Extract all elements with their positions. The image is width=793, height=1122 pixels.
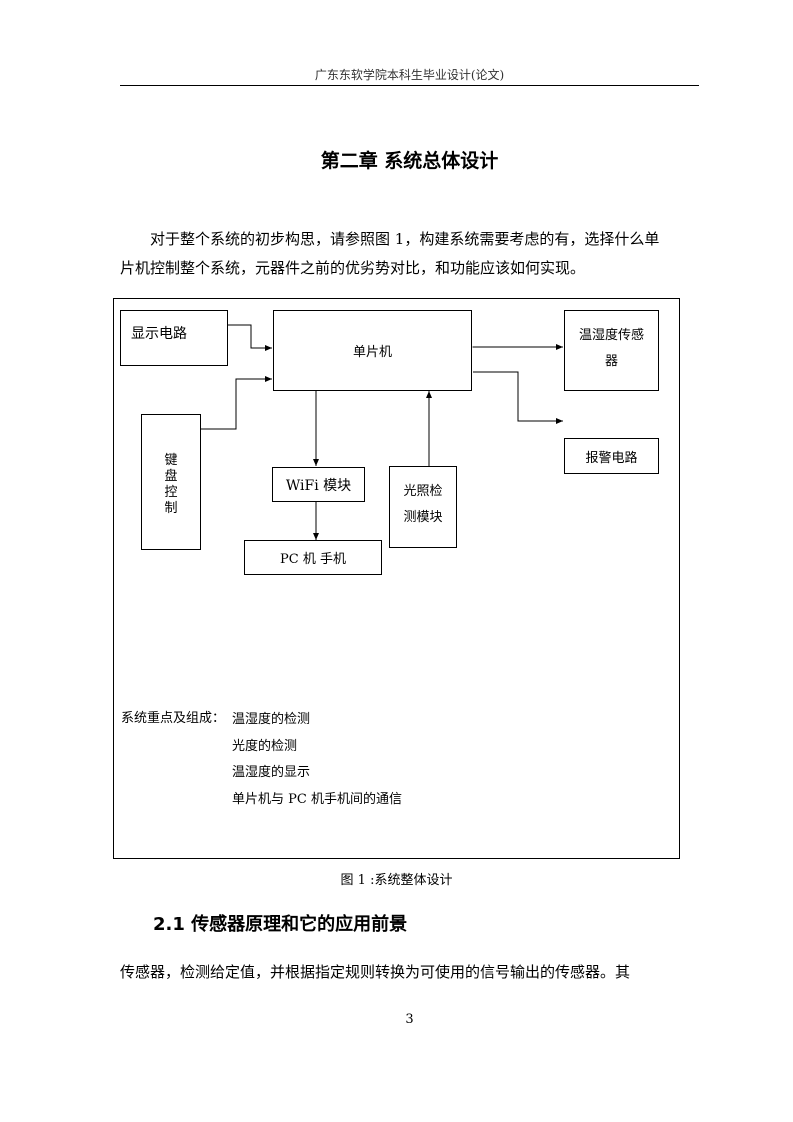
wifi-module-label: WiFi 模块	[285, 477, 352, 494]
summary-item: 光度的检测	[232, 738, 298, 754]
body-line-1: 传感器，检测给定值，并根据指定规则转换为可使用的信号输出的传感器。其	[120, 963, 631, 981]
keyboard-to-mcu-line	[201, 376, 272, 430]
display-circuit-box: 显示电路	[120, 310, 228, 366]
chapter-title: 第二章 系统总体设计	[320, 150, 499, 172]
figure-caption: 图 1 :系统整体设计	[340, 873, 453, 888]
header-rule	[120, 85, 699, 86]
wifi-module-box: WiFi 模块	[272, 467, 365, 502]
body-paragraph: 传感器，检测给定值，并根据指定规则转换为可使用的信号输出的传感器。其	[120, 958, 699, 987]
keyboard-char-1: 键	[164, 453, 178, 468]
system-summary-list: 温湿度的检测 光度的检测 温湿度的显示 单片机与 PC 机手机间的通信	[232, 707, 402, 813]
pc-phone-label: PC 机 手机	[280, 552, 346, 567]
light-sensor-module-box: 光照检 测模块	[389, 466, 457, 548]
sensor-label-line-1: 温湿度传感	[578, 328, 644, 343]
summary-item: 单片机与 PC 机手机间的通信	[232, 791, 402, 807]
section-heading: 2.1 传感器原理和它的应用前景	[153, 914, 408, 935]
display-to-mcu-line	[228, 324, 272, 351]
intro-paragraph: 对于整个系统的初步构思，请参照图 1，构建系统需要考虑的有，选择什么单 片机控制…	[120, 225, 699, 283]
keyboard-char-2: 盘	[164, 469, 178, 484]
intro-line-1: 对于整个系统的初步构思，请参照图 1，构建系统需要考虑的有，选择什么单	[150, 230, 660, 248]
summary-item: 温湿度的显示	[232, 765, 311, 780]
alarm-circuit-box: 报警电路	[564, 438, 659, 474]
page-number: 3	[405, 1012, 414, 1027]
keyboard-char-4: 制	[164, 501, 178, 516]
system-summary-label: 系统重点及组成：	[121, 711, 226, 726]
mcu-box: 单片机	[273, 310, 472, 391]
light-label-line-1: 光照检	[403, 484, 443, 499]
running-header: 广东东软学院本科生毕业设计(论文)	[314, 68, 505, 82]
mcu-label: 单片机	[352, 345, 392, 360]
sensor-label-line-2: 器	[604, 354, 618, 369]
alarm-circuit-label: 报警电路	[585, 450, 638, 466]
keyboard-char-3: 控	[164, 485, 178, 500]
intro-line-2: 片机控制整个系统，元器件之前的优劣势对比，和功能应该如何实现。	[120, 259, 586, 277]
mcu-to-alarm-line	[473, 371, 563, 424]
figure-frame	[113, 298, 680, 859]
summary-item: 温湿度的检测	[232, 712, 311, 727]
temp-humidity-sensor-box: 温湿度传感 器	[564, 310, 659, 391]
keyboard-control-box: 键 盘 控 制	[141, 414, 201, 550]
light-label-line-2: 测模块	[403, 510, 443, 525]
pc-phone-box: PC 机 手机	[244, 540, 382, 575]
display-circuit-label: 显示电路	[131, 326, 187, 342]
